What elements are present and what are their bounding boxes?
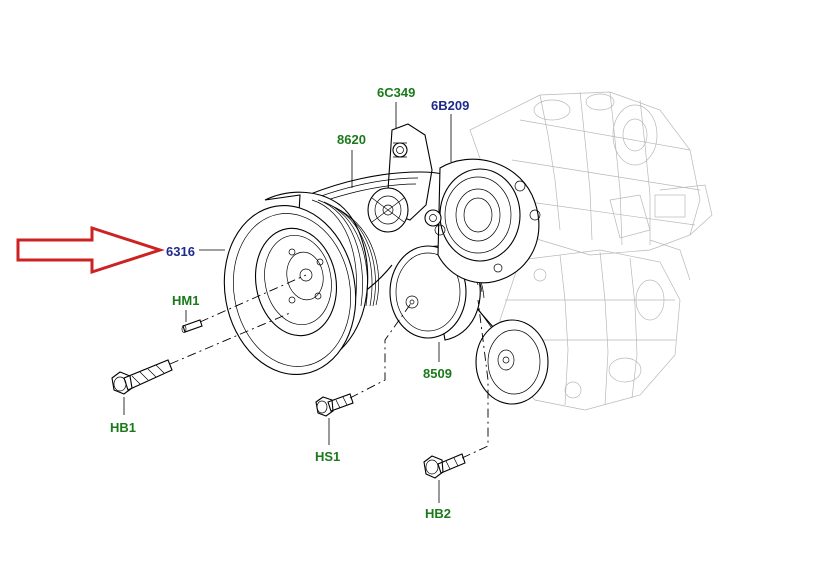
label-6316: 6316 — [166, 244, 195, 259]
label-8620: 8620 — [337, 132, 366, 147]
centerlines — [169, 274, 489, 459]
label-HB2: HB2 — [425, 506, 451, 521]
dowel-pin-HM1 — [181, 319, 203, 333]
pointer-arrow — [16, 225, 165, 275]
bolt-HS1 — [315, 393, 354, 417]
label-HM1: HM1 — [172, 293, 199, 308]
crankshaft-pulley-6316 — [223, 191, 380, 376]
tensioner-pulley — [367, 187, 409, 233]
label-6C349: 6C349 — [377, 85, 415, 100]
alternator-pulley — [424, 158, 549, 405]
leader-lines — [123, 102, 452, 503]
label-HB1: HB1 — [110, 420, 136, 435]
label-HS1: HS1 — [315, 449, 340, 464]
label-8509: 8509 — [423, 366, 452, 381]
label-6B209: 6B209 — [431, 98, 469, 113]
bolt-HB1 — [111, 359, 173, 395]
bolt-HB2 — [423, 453, 466, 479]
